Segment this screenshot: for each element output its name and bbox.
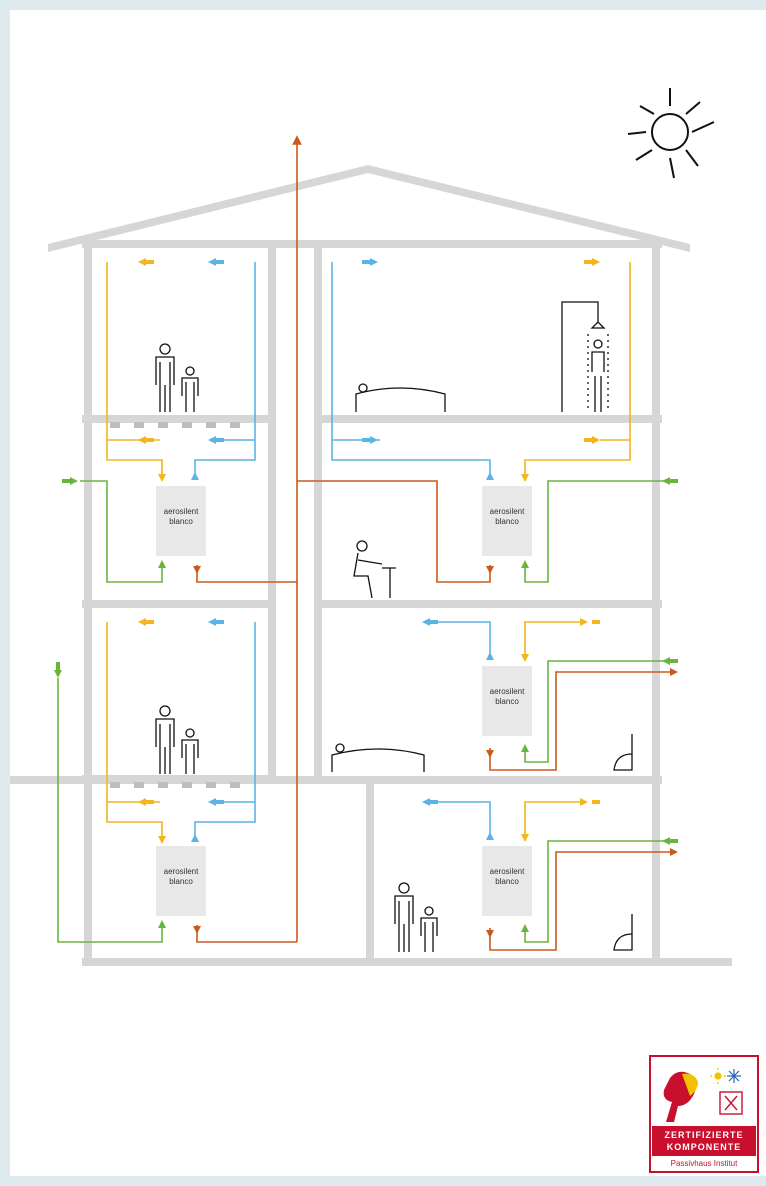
ventilation-diagram: aerosilent blanco aerosilent blanco aero… <box>10 88 759 1173</box>
extract-duct-r2 <box>524 621 580 660</box>
unit-3-label-line2: blanco <box>495 517 519 526</box>
ventilation-unit-3: aerosilent blanco <box>482 486 532 556</box>
supply-duct-l1 <box>194 262 256 480</box>
family-figure-icon-2 <box>155 705 199 774</box>
unit-1-label-line2: blanco <box>169 517 193 526</box>
ventilation-unit-5: aerosilent blanco <box>482 846 532 916</box>
outdoor-duct-r1 <box>524 480 670 583</box>
certificate-line2: KOMPONENTE <box>667 1142 742 1152</box>
exhaust-duct-l2 <box>196 925 297 943</box>
shower-icon <box>561 301 609 412</box>
extract-duct-r1 <box>524 262 631 480</box>
exhaust-duct-r1 <box>297 480 491 583</box>
bed-icon <box>355 383 446 412</box>
ventilation-unit-2: aerosilent blanco <box>156 846 206 916</box>
outdoor-duct-l1 <box>80 480 163 583</box>
sun-icon <box>627 88 715 179</box>
heat-exchanger-icon <box>719 1091 743 1115</box>
passivhaus-logo-icon <box>663 1071 698 1122</box>
unit-5-label-line1: aerosilent <box>490 867 525 876</box>
supply-duct-r1 <box>331 262 491 480</box>
exhaust-duct-r3 <box>489 851 670 951</box>
passivhaus-certificate: ZERTIFIZIERTE KOMPONENTE Passivhaus Inst… <box>649 1055 759 1173</box>
toilet-icon <box>613 734 633 771</box>
toilet-icon-2 <box>613 914 633 951</box>
snowflake-icon <box>727 1069 741 1083</box>
exhaust-duct-l1 <box>196 565 297 583</box>
supply-duct-r3 <box>430 801 491 840</box>
family-figure-icon <box>155 343 199 412</box>
outdoor-duct-r2 <box>524 660 670 763</box>
flow-arrows <box>54 258 678 938</box>
certificate-line1: ZERTIFIZIERTE <box>665 1130 744 1140</box>
unit-5-label-line2: blanco <box>495 877 519 886</box>
extract-duct-l1 <box>106 262 163 480</box>
supply-duct-l2 <box>194 622 256 840</box>
ventilation-unit-1: aerosilent blanco <box>156 486 206 556</box>
exhaust-duct-r2 <box>489 671 670 771</box>
unit-4-label-line1: aerosilent <box>490 687 525 696</box>
unit-3-label-line1: aerosilent <box>490 507 525 516</box>
extract-duct-r3 <box>524 801 580 840</box>
outdoor-duct-r3 <box>524 840 670 943</box>
certificate-line3: Passivhaus Institut <box>671 1159 738 1168</box>
ventilation-unit-4: aerosilent blanco <box>482 666 532 736</box>
sun-small-icon <box>710 1068 726 1084</box>
extract-duct-l2 <box>106 622 163 840</box>
diagram-panel: aerosilent blanco aerosilent blanco aero… <box>10 10 766 1176</box>
unit-4-label-line2: blanco <box>495 697 519 706</box>
building-structure <box>10 165 732 966</box>
floor-dashes <box>110 422 240 788</box>
unit-2-label-line2: blanco <box>169 877 193 886</box>
unit-2-label-line1: aerosilent <box>164 867 199 876</box>
unit-1-label-line1: aerosilent <box>164 507 199 516</box>
family-figure-icon-3 <box>394 882 438 952</box>
bed-icon-2 <box>331 743 425 772</box>
desk-person-icon <box>353 540 396 599</box>
outdoor-duct-l2 <box>57 678 163 943</box>
supply-duct-r2 <box>430 621 491 660</box>
